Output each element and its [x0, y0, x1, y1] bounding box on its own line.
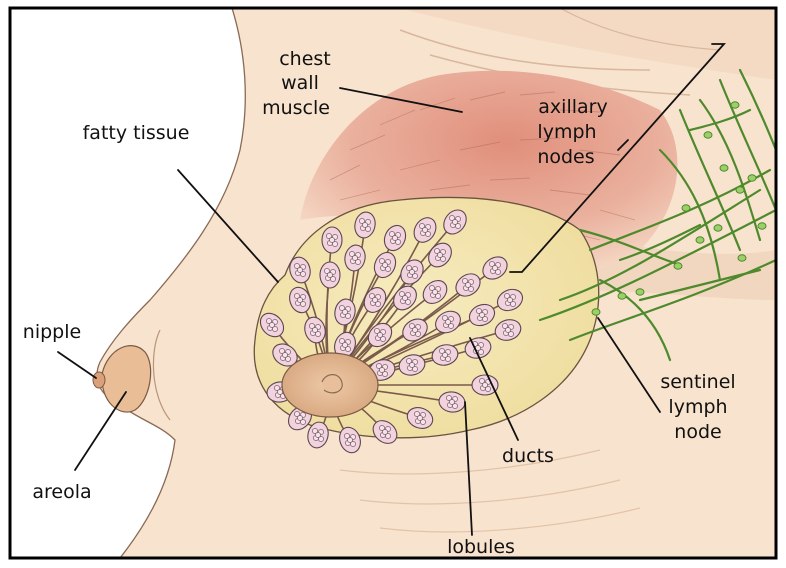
lymph-node — [731, 102, 739, 108]
label-chest-line3: muscle — [262, 97, 330, 119]
label-lobules: lobules — [447, 536, 515, 558]
lobule — [322, 227, 342, 253]
lymph-node — [682, 205, 690, 211]
lymph-node — [618, 293, 626, 299]
lymph-node — [674, 263, 682, 269]
label-axillary-line2: lymph — [537, 121, 596, 143]
lymph-node — [758, 223, 766, 229]
label-fatty-tissue: fatty tissue — [83, 122, 190, 144]
label-axillary-line1: axillary — [538, 96, 607, 118]
lymph-node — [748, 175, 756, 181]
label-nipple: nipple — [23, 321, 81, 343]
lymph-node — [720, 165, 728, 171]
lobule — [320, 262, 340, 288]
label-chest-line2: wall — [281, 72, 319, 94]
lobule — [472, 375, 498, 395]
label-sentinel-line1: sentinel — [660, 371, 735, 393]
label-sentinel-line2: lymph — [668, 396, 727, 418]
label-sentinel-line3: node — [674, 421, 721, 443]
nipple — [93, 372, 105, 388]
label-ducts: ducts — [502, 445, 554, 467]
lymph-node — [636, 289, 644, 295]
lymph-node — [696, 237, 704, 243]
lymph-node — [714, 225, 722, 231]
lymph-node — [738, 255, 746, 261]
sentinel-lymph-node — [592, 309, 600, 315]
lymph-node — [704, 132, 712, 138]
label-areola: areola — [32, 481, 91, 503]
label-chest-line1: chest — [279, 48, 331, 70]
lymph-node — [736, 187, 744, 193]
label-axillary-line3: nodes — [537, 146, 594, 168]
